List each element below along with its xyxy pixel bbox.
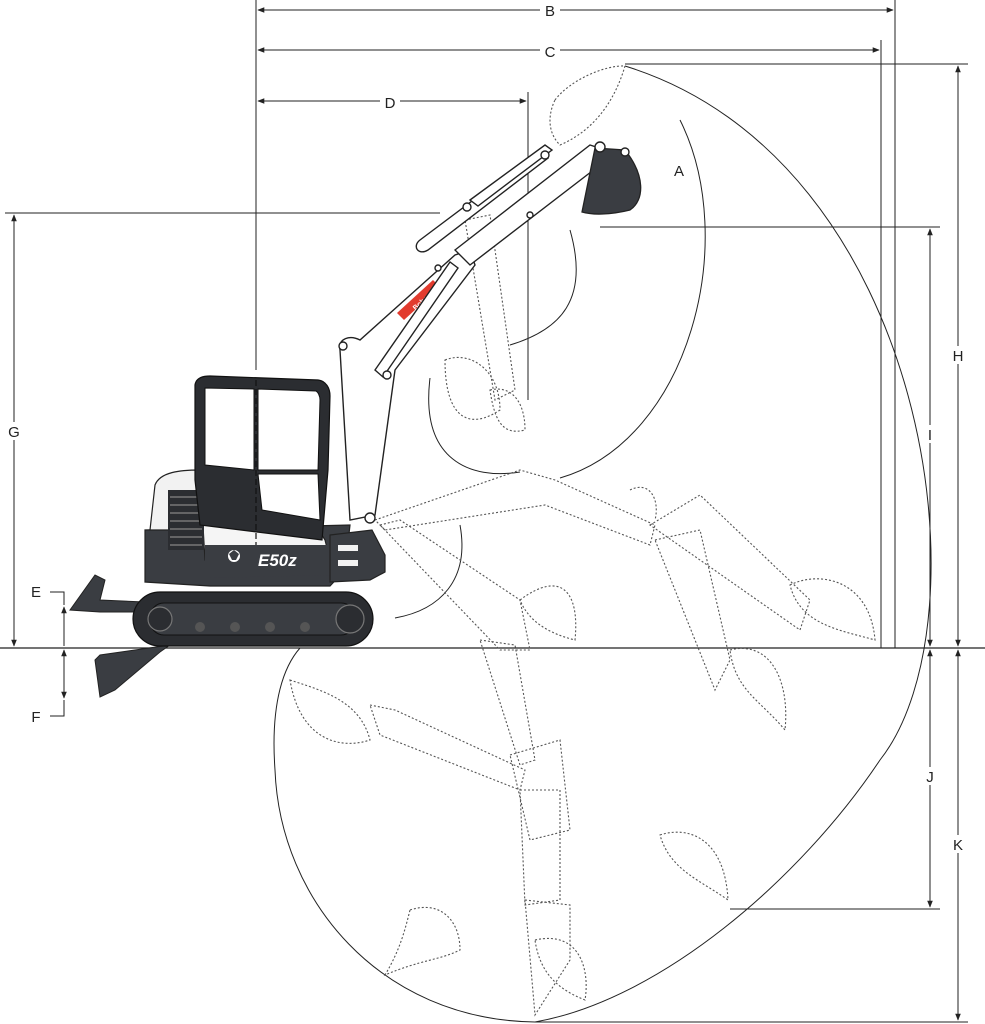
label-k: K (953, 837, 963, 854)
label-e: E (31, 584, 41, 601)
engine-grille (168, 490, 204, 550)
cab-window-left (204, 387, 255, 471)
label-j: J (926, 769, 934, 786)
working-range-envelope (273, 65, 932, 1023)
label-f: F (31, 709, 40, 726)
label-c: C (545, 44, 556, 61)
model-text: E50z (258, 551, 297, 570)
label-d: D (385, 95, 396, 112)
label-h: H (953, 348, 964, 365)
bucket (581, 147, 642, 215)
boom-decal (397, 280, 440, 320)
label-a: A (674, 163, 684, 180)
dozer-blade-lowered (94, 644, 171, 698)
boom-arm-assembly: Bobcat (338, 65, 642, 524)
swing-bracket (329, 529, 386, 583)
label-b: B (545, 3, 555, 20)
ghost-arm-positions (289, 214, 876, 1017)
bobcat-logo-icon (228, 550, 240, 562)
label-i: I (928, 427, 932, 444)
boom (339, 249, 476, 521)
dimension-lines (5, 0, 968, 1023)
label-g: G (8, 424, 20, 441)
cab-window-right (257, 388, 321, 471)
dozer-blade-raised (69, 574, 151, 613)
excavator-machine: E50z (69, 375, 386, 698)
